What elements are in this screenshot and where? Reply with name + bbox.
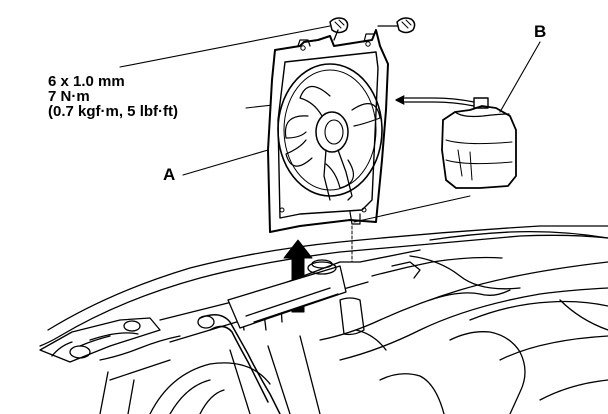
callout-label-a: A bbox=[163, 165, 176, 184]
callout-a-leader bbox=[182, 149, 269, 176]
reservoir-guide-line bbox=[353, 195, 471, 223]
bolt-size-text: 6 x 1.0 mm bbox=[48, 73, 125, 90]
bolt-left bbox=[329, 17, 349, 41]
callout-label-b: B bbox=[534, 22, 547, 41]
torque-alt-units-text: (0.7 kgf·m, 5 lbf·ft) bbox=[48, 103, 178, 120]
torque-nm-text: 7 N·m bbox=[48, 88, 90, 105]
fan-shroud bbox=[267, 29, 389, 233]
callout-b-leader bbox=[499, 41, 541, 113]
bolt-right bbox=[377, 17, 416, 34]
torque-specification: 6 x 1.0 mm 7 N·m (0.7 kgf·m, 5 lbf·ft) bbox=[48, 74, 178, 119]
engine-bay bbox=[39, 225, 608, 414]
coolant-reservoir bbox=[395, 95, 517, 189]
